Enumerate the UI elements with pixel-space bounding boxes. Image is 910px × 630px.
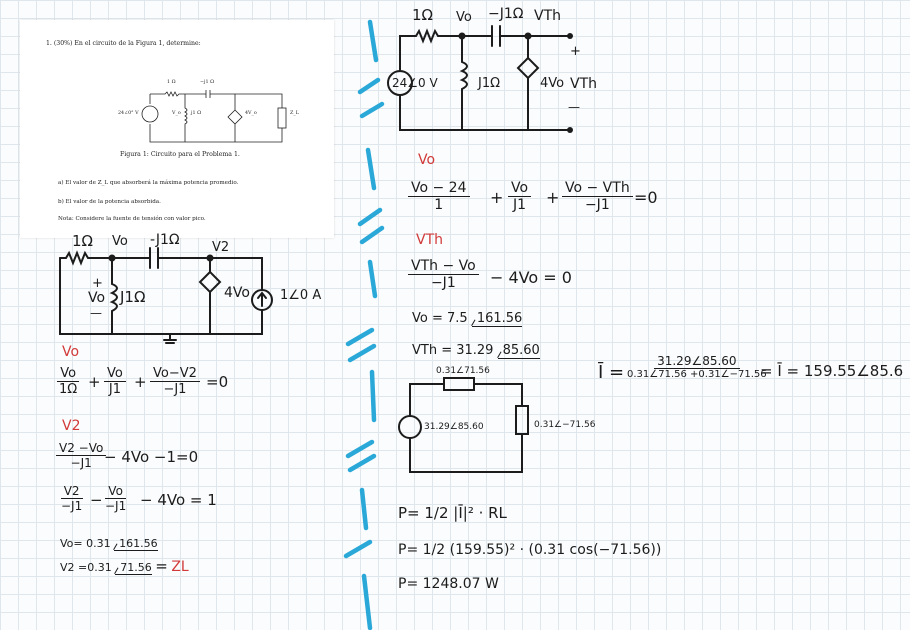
c1-src-label: 1∠0 A: [280, 288, 322, 303]
vo-node-label-2: Vo: [418, 152, 436, 168]
item-a: a) El valor de Z_L que absorberá la máxi…: [58, 180, 239, 186]
eq1-rhs: =0: [206, 373, 229, 391]
pdf-zl-label: Z_L: [290, 111, 299, 116]
c2-vo-label: Vo: [456, 10, 472, 25]
problem-statement-card: 1. (30%) En el circuito de la Figura 1, …: [20, 20, 334, 238]
eq2-fraction: V2 −Vo−J1: [56, 441, 107, 470]
eq4-rhs: =0: [634, 188, 658, 207]
eq2-rest: − 4Vo −1=0: [104, 448, 199, 466]
eq3-frac2: Vo−J1: [105, 484, 127, 513]
pdf-source-label: 24∠0° V: [118, 111, 139, 116]
v2-result: V2 =0.31 71.56 = ZL: [60, 557, 189, 575]
c2-resistor-label: 1Ω: [412, 6, 434, 24]
item-b: b) El valor de la potencia absorbida.: [58, 199, 161, 205]
c3-source-label: 31.29∠85.60: [424, 422, 484, 432]
pdf-dep-label: 4V_o: [245, 111, 257, 116]
eq5-rest: − 4Vo = 0: [490, 268, 572, 287]
eq4-term3: Vo − VTh−J1: [562, 180, 633, 213]
circuit-1-diagram: [59, 247, 273, 344]
c1-vo-mid-label: Vo: [88, 290, 106, 306]
v2-node-label: V2: [62, 418, 81, 434]
eq3-rest: − 4Vo = 1: [140, 491, 217, 509]
problem-header: 1. (30%) En el circuito de la Figura 1, …: [46, 40, 201, 47]
pdf-ind-label: j1 Ω: [191, 111, 202, 116]
c1-vo-label: Vo: [112, 234, 128, 249]
circuit-2-diagram: [387, 25, 573, 133]
power-result: P= 1248.07 W: [398, 576, 499, 592]
c1-minus: —: [90, 306, 102, 320]
eq3-minus: −: [90, 491, 103, 509]
c1-cap-label: -J1Ω: [150, 232, 180, 248]
current-result: = Ī = 159.55∠85.6: [760, 362, 904, 380]
power-substitution: P= 1/2 (159.55)² · (0.31 cos(−71.56)): [398, 542, 662, 558]
eq1-term3: Vo−V2−J1: [150, 366, 200, 397]
current-lhs: Ī =: [598, 362, 625, 383]
eq3-frac1: V2−J1: [60, 484, 83, 513]
pdf-vo-label: V_o: [172, 111, 181, 116]
c2-vth-label: VTh: [534, 8, 562, 24]
c1-v2-label: V2: [212, 240, 230, 255]
circuit-3-diagram: [398, 377, 529, 473]
c2-source-label: 24∠0 V: [392, 76, 438, 90]
c1-dep-label: 4Vo: [224, 285, 250, 301]
pdf-cap-label: −j1 Ω: [200, 80, 215, 85]
power-formula: P= 1/2 |Ī|² · RL: [398, 504, 507, 522]
eq1-plus2: +: [134, 373, 147, 391]
pdf-r1-label: 1 Ω: [167, 80, 176, 85]
c1-ind-label: J1Ω: [120, 288, 146, 306]
c3-zl-label: 0.31∠−71.56: [534, 420, 596, 430]
eq4-plus2: +: [546, 188, 560, 207]
vo-result-2: Vo = 7.5 161.56: [412, 311, 523, 327]
c2-ind-label: J1Ω: [478, 76, 501, 91]
c2-plus: +: [570, 44, 581, 59]
c1-resistor-label: 1Ω: [72, 232, 94, 250]
c2-dep-label: 4Vo: [540, 76, 565, 91]
c2-cap-label: −J1Ω: [488, 6, 524, 22]
figure-caption: Figura 1: Circuito para el Problema 1.: [120, 151, 240, 158]
c2-vth-out: VTh: [570, 76, 598, 92]
c3-rth-label: 0.31∠71.56: [436, 366, 490, 376]
vth-node-label: VTh: [416, 232, 444, 248]
eq1-plus1: +: [88, 373, 101, 391]
note: Nota: Considere la fuente de tensión con…: [58, 216, 206, 222]
problem-circuit-diagram: [141, 90, 287, 143]
vth-result: VTh = 31.29 85.60: [412, 343, 540, 359]
c1-plus: +: [92, 276, 103, 291]
eq5-fraction: VTh − Vo−J1: [408, 258, 479, 291]
eq4-plus1: +: [490, 188, 504, 207]
vo-node-label: Vo: [62, 344, 80, 360]
c2-minus: —: [568, 100, 580, 114]
vo-result: Vo= 0.31 161.56: [60, 537, 158, 551]
